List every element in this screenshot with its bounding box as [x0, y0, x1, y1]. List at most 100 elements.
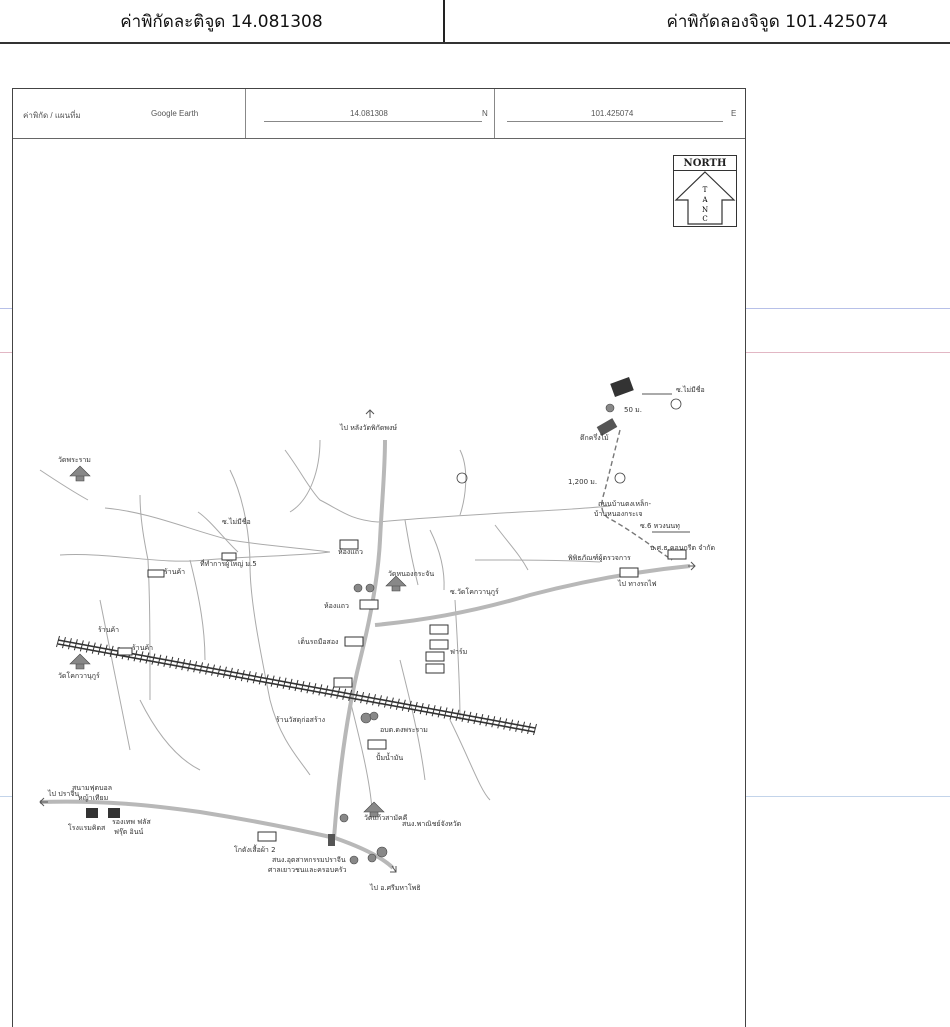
up-arrow-icon [365, 409, 375, 418]
label-warehouse: โกดังเสื้อผ้า 2 [234, 843, 276, 854]
tree-icon [605, 403, 615, 413]
railway-tie [157, 654, 162, 666]
label-gas-station: ปั้มน้ำมัน [376, 751, 403, 762]
label-to-lamsom: ไป หลังวัดพิกัดพงษ์ [339, 423, 397, 432]
box-marker [339, 539, 359, 550]
railway-tie [419, 702, 424, 715]
left-arrow-icon [39, 797, 48, 807]
railway-tie [205, 663, 210, 675]
lon-value: 101.425074 [591, 109, 634, 118]
railway-tie [479, 713, 484, 726]
longitude-label: ค่าพิกัดลองจิจูด 101.425074 [666, 11, 889, 32]
north-arrow-box: NORTH T A N C [673, 155, 737, 227]
box-marker [367, 739, 387, 750]
hotel-marker [108, 808, 120, 818]
railway-tie [67, 638, 72, 650]
label-stadium-2: หญ้าเทียม [78, 794, 108, 802]
railway-tie [258, 673, 263, 685]
label-to-srimahaphot: ไป อ.ศรีมหาโพธิ [369, 883, 421, 892]
railway-tie [169, 656, 174, 669]
railway-tie [336, 687, 341, 699]
railway-tie [300, 680, 305, 693]
label-office-1: ห้องแถว [338, 548, 363, 556]
railway-tie [443, 707, 448, 719]
label-shop-3: ร้านค้า [132, 644, 153, 652]
temple-icon [385, 575, 407, 592]
railway-tie [228, 667, 233, 680]
label-hardware-store: ร้านวัสดุก่อสร้าง [276, 716, 325, 724]
railway-tie [294, 679, 299, 692]
tree-icon [349, 855, 359, 865]
railway-tie [139, 651, 144, 663]
temple-icons [69, 403, 615, 865]
railway-tie [61, 636, 66, 649]
railway-tie [425, 704, 430, 716]
railway-tie [395, 698, 400, 710]
label-to-crossing: ไป ทางรถไฟ [617, 579, 657, 588]
coordinate-row: ค่าพิกัด / แผนที่ม Google Earth 14.08130… [13, 89, 745, 139]
north-arrow-icon: T A N C [674, 171, 736, 225]
temple-icon [69, 653, 91, 670]
railway-tie [533, 723, 537, 736]
box-marker [257, 831, 277, 842]
box-marker [667, 549, 687, 560]
box-marker [425, 651, 445, 662]
location-map: ไป หลังวัดพิกัดพงษ์ วัดพระราม ซ.ไม่มีชื่… [39, 377, 715, 892]
railway-tie [372, 694, 376, 706]
railway-tie [222, 666, 227, 678]
coord-source: Google Earth [151, 109, 199, 118]
railway-tie [181, 658, 186, 671]
label-hotel: โรงแรมคิดส [68, 823, 106, 832]
tree-icon [376, 846, 388, 858]
railway-tie [199, 662, 204, 674]
railway-tie [264, 674, 269, 686]
label-juvenile-court: ศาลเยาวชนและครอบครัว [268, 866, 347, 874]
label-mo-road: ซ.6 หวงนนทุ [640, 522, 680, 530]
coord-lon-cell: 101.425074 E [495, 89, 745, 138]
label-tambon-office: อบต.ดงพระราม [380, 726, 428, 734]
railway-tie [175, 657, 180, 670]
gas-marker [328, 834, 335, 846]
railway-tie [437, 706, 442, 718]
longitude-cell: ค่าพิกัดลองจิจูด 101.425074 [445, 0, 950, 42]
label-museum: พิพิธภัณฑ์ผู้ตรวจการ [568, 554, 631, 562]
railway-tie [360, 691, 365, 704]
railway-tie [515, 720, 520, 732]
railway-tie [342, 688, 347, 700]
tree-icon [353, 583, 363, 593]
railway-tie [348, 689, 353, 702]
railway-tie [491, 716, 496, 728]
railway-tie [234, 668, 239, 681]
temple-icon [363, 801, 385, 818]
label-to-prachin: ไป ปราจีน [47, 789, 79, 798]
target-building-marker [610, 377, 634, 397]
label-rest-2: ฟรุ๊ต อินน์ [114, 828, 143, 836]
tree-icon [369, 711, 379, 721]
label-iron-road-2: บ้านหนองกระเจ [594, 510, 642, 518]
tree-icon [339, 813, 349, 823]
building-marker [596, 418, 618, 436]
railway-tie [527, 722, 532, 735]
map-markers [86, 377, 687, 846]
label-iron-road: ถนนบ้านตงเหล็ก- [598, 499, 651, 508]
label-dist-1200: 1,200 ม. [568, 478, 597, 486]
railway-tie [461, 710, 466, 722]
railway-tie [282, 677, 287, 689]
hotel-marker [86, 808, 98, 818]
coordinates-header: ค่าพิกัดละติจูด 14.081308 ค่าพิกัดลองจิจ… [0, 0, 950, 44]
latitude-cell: ค่าพิกัดละติจูด 14.081308 [0, 0, 445, 42]
lon-underline [507, 121, 723, 122]
railway-tie [85, 641, 90, 653]
railway-tie [240, 669, 245, 682]
railway-tie [407, 700, 412, 713]
route-marker-2 [614, 472, 626, 484]
railway-tie [521, 721, 526, 733]
label-soi-nameless: ซ.ไม่มีชื่อ [222, 517, 251, 526]
label-shop-2: ร้านค้า [98, 626, 119, 634]
railway-tie [366, 693, 371, 705]
temple-icon [69, 465, 91, 482]
railway-tie [306, 682, 311, 694]
box-marker [359, 599, 379, 610]
label-building: ตึกครึ่งไม้ [580, 433, 609, 442]
direction-arrows [39, 393, 696, 873]
